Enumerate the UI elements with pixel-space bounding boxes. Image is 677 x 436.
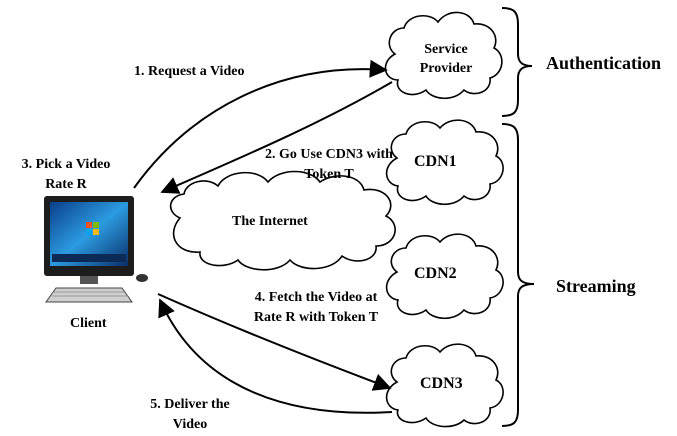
step3-label: 3. Pick a Video Rate R: [21, 157, 111, 192]
client-computer-icon: [44, 196, 148, 303]
service-provider-label: Service Provider: [419, 42, 473, 76]
streaming-brace: [501, 123, 535, 427]
authentication-label: Authentication: [546, 53, 662, 73]
step4-label: 4. Fetch the Video at Rate R with Token …: [253, 290, 379, 325]
service-provider-cloud: [384, 11, 503, 100]
internet-cloud: [169, 170, 396, 271]
authentication-brace: [501, 7, 533, 117]
cdn2-label: CDN2: [414, 265, 457, 282]
cdn3-label: CDN3: [420, 375, 463, 392]
cdn1-label: CDN1: [414, 153, 457, 170]
arrow-step5: [158, 298, 393, 414]
arrow-step2: [160, 81, 393, 194]
arrow-step4: [157, 293, 392, 391]
step2-label: 2. Go Use CDN3 with Token T: [265, 147, 393, 182]
step1-label: 1. Request a Video: [134, 64, 245, 79]
client-label: Client: [70, 316, 107, 331]
arrow-step1: [133, 59, 388, 189]
step5-label: 5. Deliver the Video: [150, 397, 230, 432]
cdn1-cloud: [385, 119, 504, 206]
cdn2-cloud: [385, 233, 504, 320]
internet-label: The Internet: [232, 214, 308, 229]
streaming-label: Streaming: [556, 276, 636, 296]
cdn3-cloud: [385, 343, 504, 428]
